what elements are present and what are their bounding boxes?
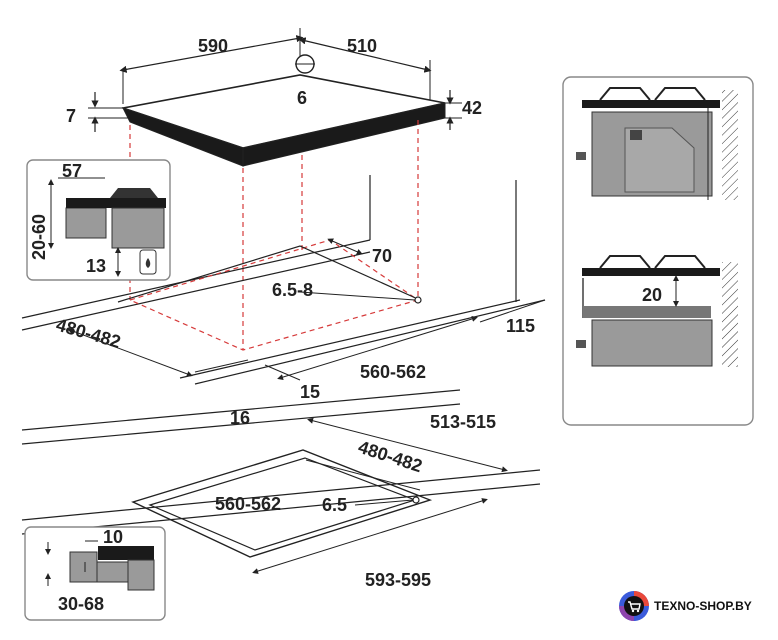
brand-name: TEXNO-SHOP.BY xyxy=(654,599,752,613)
dim-42: 42 xyxy=(462,98,482,118)
inset-right: 20 xyxy=(562,76,754,426)
inset2-dim-20: 20 xyxy=(642,285,662,305)
dim-16: 16 xyxy=(230,408,250,428)
dim-480-482: 480-482 xyxy=(54,315,123,352)
dim-6-5-8: 6.5-8 xyxy=(272,280,313,300)
dim-7: 7 xyxy=(66,106,76,126)
inset1-dim-20-60: 20-60 xyxy=(29,214,49,260)
dim-510: 510 xyxy=(347,36,377,56)
inset-bottom-left: 10 30-68 xyxy=(24,526,166,621)
dim-560-562: 560-562 xyxy=(360,362,426,382)
cart-icon xyxy=(628,601,641,610)
dim-6: 6 xyxy=(297,88,307,108)
hob-top-view: 590 510 6 7 42 xyxy=(66,28,482,167)
dim-70: 70 xyxy=(372,246,392,266)
dim-590: 590 xyxy=(198,36,228,56)
dim-flush-560-562: 560-562 xyxy=(215,494,281,514)
inset1-dim-13: 13 xyxy=(86,256,106,276)
flame-icon xyxy=(145,258,151,268)
brand-logo: TEXNO-SHOP.BY xyxy=(619,591,752,621)
dim-593-595: 593-595 xyxy=(365,570,431,590)
dim-6-5: 6.5 xyxy=(322,495,347,515)
inset3-dim-10: 10 xyxy=(103,527,123,547)
dim-flush-480-482: 480-482 xyxy=(356,437,425,476)
inset3-dim-30-68: 30-68 xyxy=(58,594,104,614)
dim-115: 115 xyxy=(506,316,535,336)
dim-15: 15 xyxy=(300,382,320,402)
countertop-cutout: 70 6.5-8 115 560-562 15 16 480-482 xyxy=(21,175,546,428)
inset1-dim-57: 57 xyxy=(62,161,82,181)
inset-top-left: 57 20-60 13 xyxy=(26,159,171,281)
dim-513-515: 513-515 xyxy=(430,412,496,432)
